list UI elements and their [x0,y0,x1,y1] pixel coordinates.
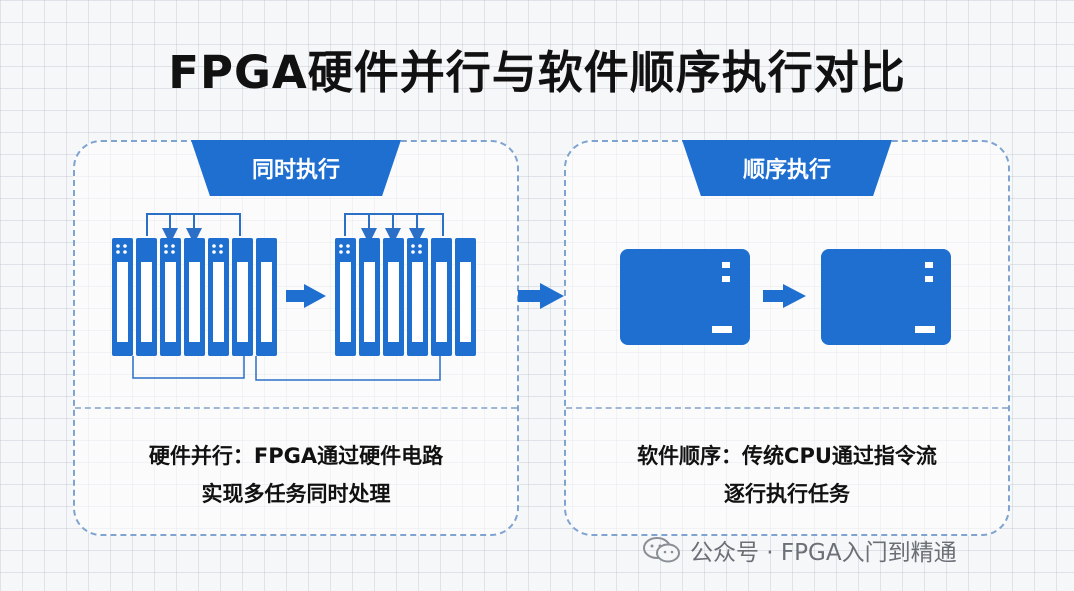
cpu-task-box-2 [821,249,951,345]
module-bar [232,238,253,356]
parallel-module-group-2 [335,213,476,356]
parallel-module-group-1 [112,213,441,381]
module-bar [112,238,133,356]
cpu-task-box-1 [620,249,750,345]
sequential-tab: 顺序执行 [682,140,892,196]
module-bar [455,238,476,356]
parallel-tab: 同时执行 [191,140,401,196]
panel-arrow-right-icon [518,283,564,309]
sequential-caption-line2: 逐行执行任务 [724,482,850,506]
module-bar [407,238,428,356]
parallel-caption: 硬件并行：FPGA通过硬件电路 实现多任务同时处理 [75,437,517,513]
module-bar [256,238,277,356]
wechat-icon [643,537,680,563]
panel-divider [566,407,1008,409]
module-bar [383,238,404,356]
arrow-right-icon [286,284,326,308]
module-bar [160,238,181,356]
module-bar [184,238,205,356]
page-title: FPGA硬件并行与软件顺序执行对比 [168,46,906,99]
parallel-caption-line2: 实现多任务同时处理 [201,482,391,506]
module-bar [208,238,229,356]
module-bar [431,238,452,356]
arrow-right-icon [763,284,806,308]
sequential-caption: 软件顺序：传统CPU通过指令流 逐行执行任务 [566,437,1008,513]
watermark: 公众号 · FPGA入门到精通 [642,534,957,566]
module-bar [359,238,380,356]
watermark-text: 公众号 · FPGA入门到精通 [690,540,957,566]
panel-divider [75,407,517,409]
parallel-caption-line1: 硬件并行：FPGA通过硬件电路 [148,444,444,468]
sequential-caption-line1: 软件顺序：传统CPU通过指令流 [637,444,937,468]
module-bar [136,238,157,356]
module-bar [335,238,356,356]
